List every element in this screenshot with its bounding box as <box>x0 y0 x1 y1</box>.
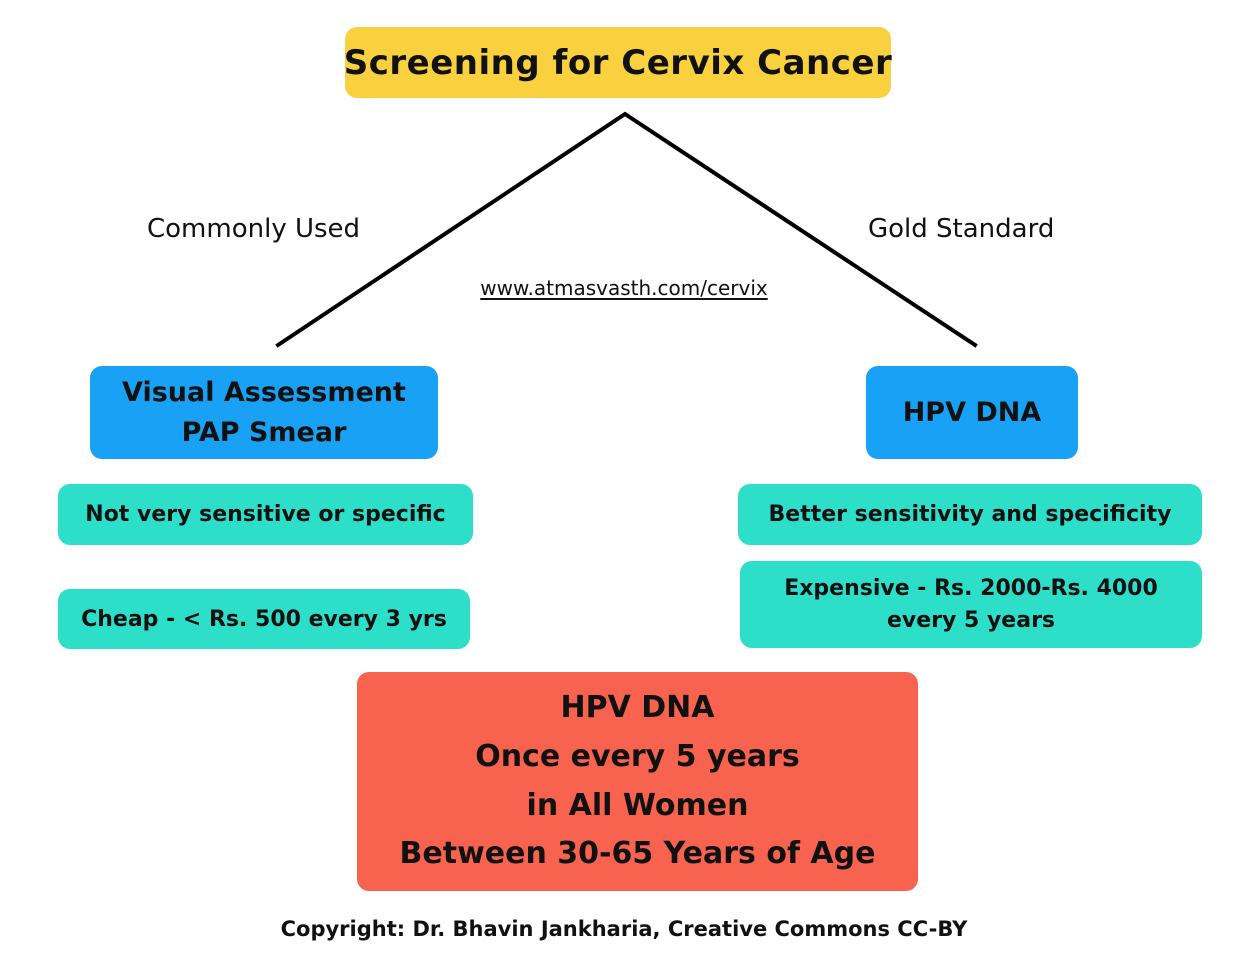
recommendation-box: HPV DNA Once every 5 years in All Women … <box>357 672 918 891</box>
diagram-title-text: Screening for Cervix Cancer <box>343 42 893 83</box>
attribute-box-left-sensitivity: Not very sensitive or specific <box>58 484 473 545</box>
attribute-label-line-1: Cheap - < Rs. 500 every 3 yrs <box>81 606 447 632</box>
copyright-notice: Copyright: Dr. Bhavin Jankharia, Creativ… <box>280 917 968 941</box>
edge-label-commonly-used: Commonly Used <box>147 214 361 244</box>
diagram-title-box: Screening for Cervix Cancer <box>343 27 893 98</box>
method-label-line-1: HPV DNA <box>902 397 1042 428</box>
attribute-label-line-1: Expensive - Rs. 2000-Rs. 4000 <box>784 575 1158 601</box>
attribute-box-left-cost: Cheap - < Rs. 500 every 3 yrs <box>58 589 470 649</box>
recommendation-line-4: Between 30-65 Years of Age <box>399 836 876 872</box>
method-label-line-2: PAP Smear <box>181 416 347 448</box>
recommendation-line-1: HPV DNA <box>560 690 715 726</box>
attribute-label-line-1: Better sensitivity and specificity <box>768 502 1172 527</box>
method-box-visual-assessment-pap-smear: Visual Assessment PAP Smear <box>90 366 438 459</box>
attribute-label-line-2: every 5 years <box>886 607 1056 633</box>
method-box-hpv-dna: HPV DNA <box>866 366 1078 459</box>
recommendation-line-2: Once every 5 years <box>475 738 800 774</box>
attribute-label-line-1: Not very sensitive or specific <box>85 502 446 527</box>
attribute-box-right-cost: Expensive - Rs. 2000-Rs. 4000 every 5 ye… <box>740 561 1202 648</box>
source-url-link[interactable]: www.atmasvasth.com/cervix <box>480 276 768 300</box>
recommendation-line-3: in All Women <box>526 787 749 823</box>
attribute-box-right-sensitivity: Better sensitivity and specificity <box>738 484 1202 545</box>
method-label-line-1: Visual Assessment <box>122 377 406 409</box>
edge-label-gold-standard: Gold Standard <box>868 214 1055 244</box>
